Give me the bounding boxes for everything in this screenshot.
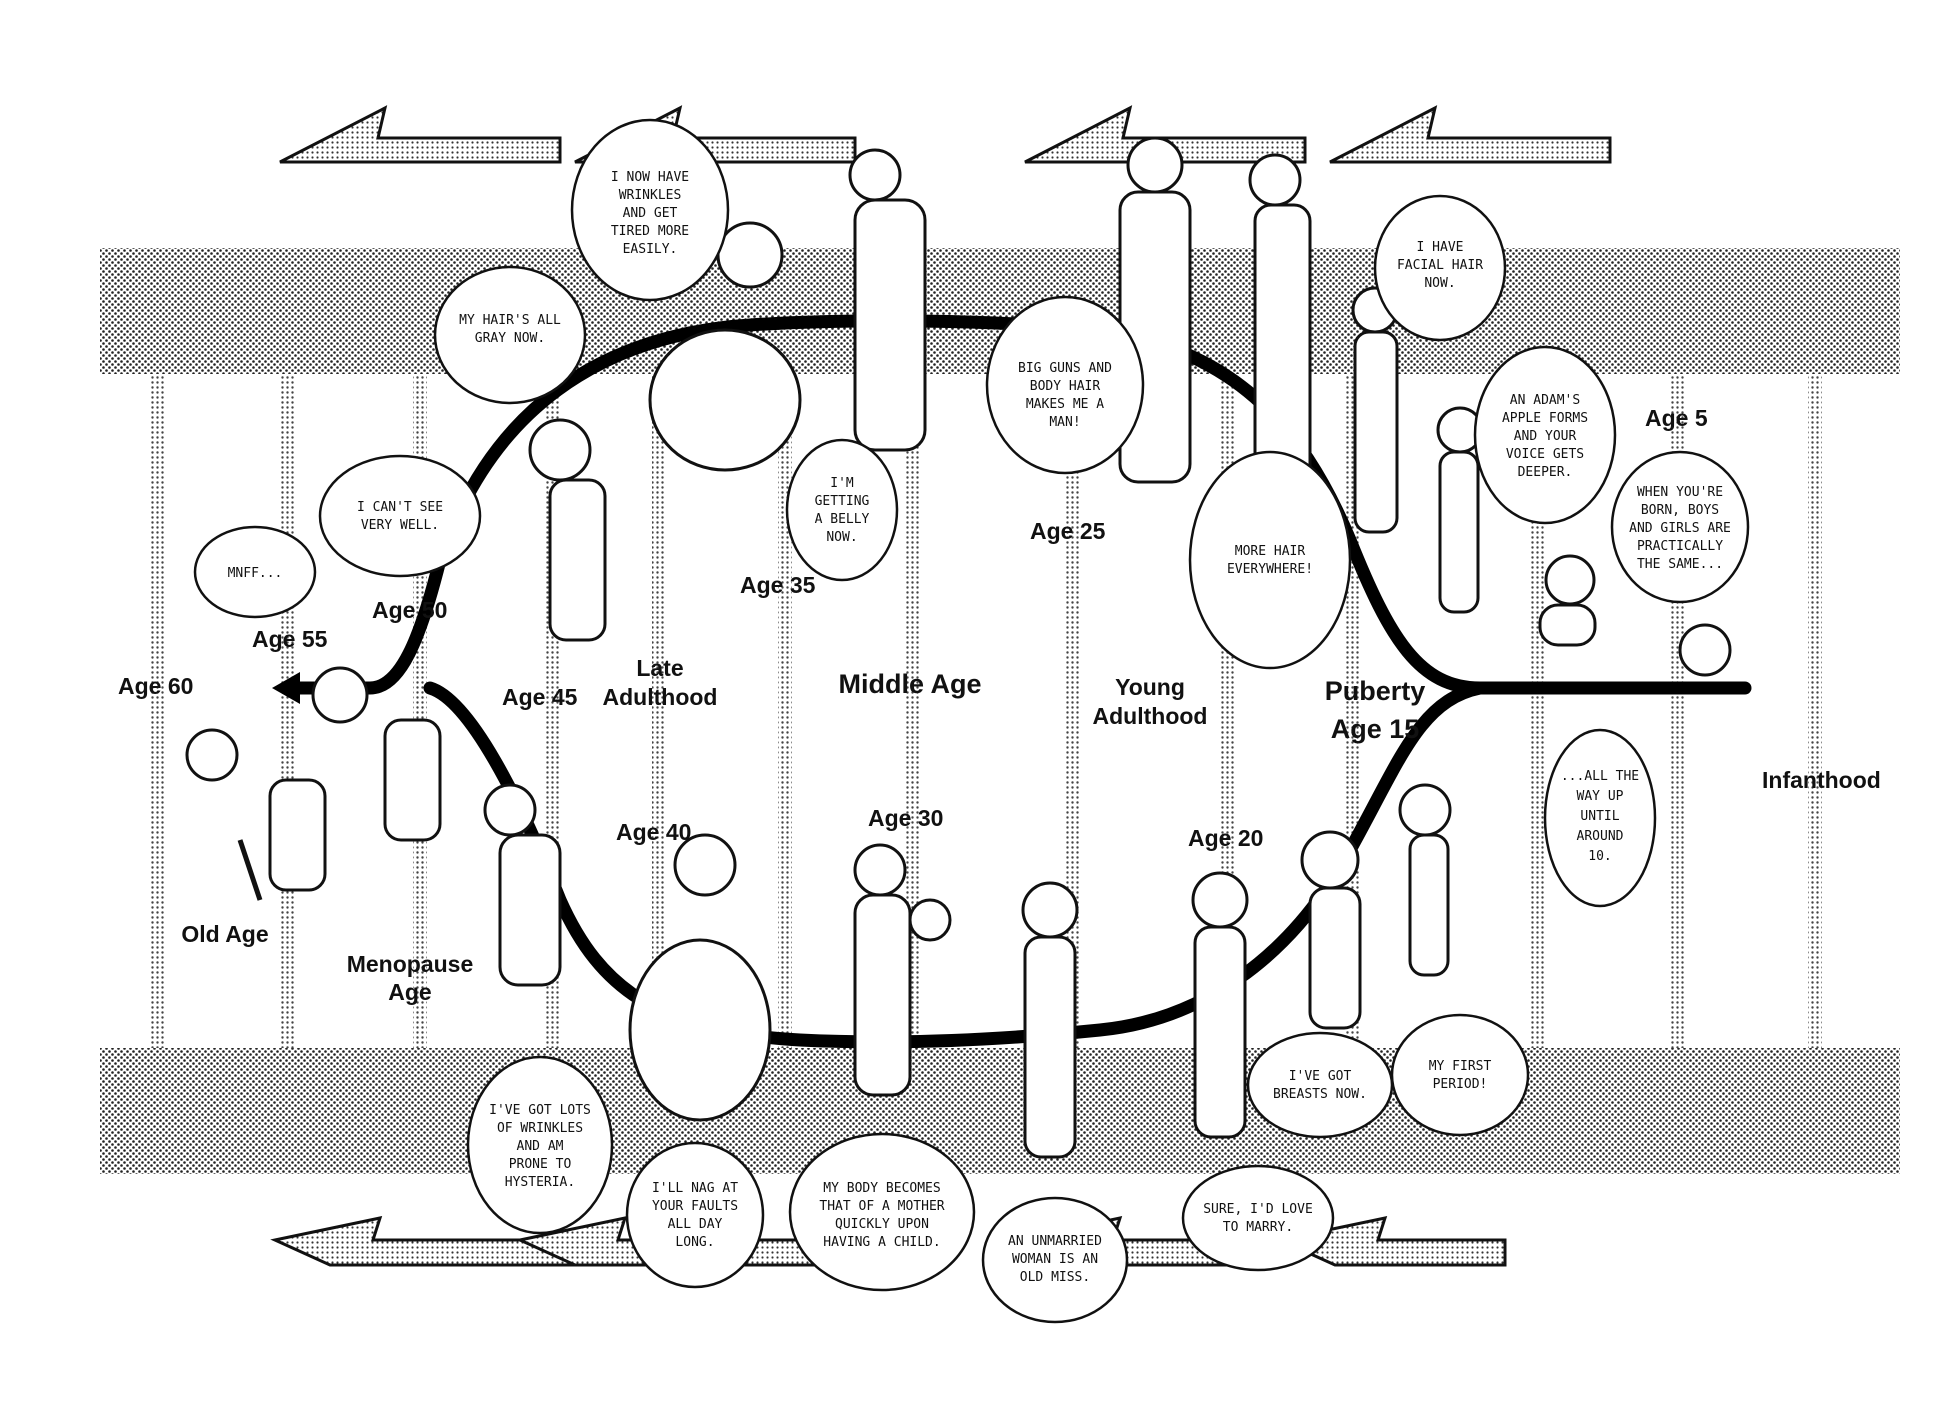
label-puberty: Puberty: [1325, 676, 1426, 706]
label-menopause-2: Age: [388, 979, 431, 1005]
label-age-50: Age 50: [372, 597, 447, 623]
label-age-25: Age 25: [1030, 518, 1106, 544]
label-age-55: Age 55: [252, 626, 328, 652]
label-old-age: Old Age: [181, 921, 268, 947]
label-late-adulthood-2: Adulthood: [603, 684, 718, 710]
label-late-adulthood-1: Late: [636, 655, 683, 681]
bubble-mnff: MNFF...: [193, 525, 317, 619]
label-age-30: Age 30: [868, 805, 943, 831]
label-age-20: Age 20: [1188, 825, 1263, 851]
young-woman-icon: [1191, 871, 1249, 929]
top-arrows: [279, 105, 1612, 164]
bottom-halftone-band: [100, 1048, 1900, 1174]
heavy-woman-icon: [673, 833, 737, 897]
kneeling-girl-icon: [1300, 830, 1360, 890]
label-infanthood: Infanthood: [1762, 767, 1881, 793]
fat-man-icon: [716, 221, 784, 289]
age-labels: Age 5 Age 20 Age 25 Age 30 Age 35 Age 40…: [118, 405, 1708, 851]
young-man-icon: [1248, 153, 1302, 207]
label-age-45: Age 45: [502, 684, 578, 710]
label-age-35: Age 35: [740, 572, 816, 598]
label-puberty-age: Age 15: [1331, 714, 1420, 744]
menopause-woman-icon: [483, 783, 537, 837]
label-young-adulthood-2: Adulthood: [1093, 703, 1208, 729]
belly-man-icon: [848, 148, 902, 202]
label-menopause-1: Menopause: [347, 951, 474, 977]
label-age-60: Age 60: [118, 673, 193, 699]
label-middle-age: Middle Age: [838, 669, 981, 699]
label-age-5: Age 5: [1645, 405, 1708, 431]
glasses-man-icon: [311, 666, 369, 724]
figures: [185, 136, 1732, 1159]
label-young-adulthood-1: Young: [1115, 674, 1185, 700]
mother-icon: [853, 843, 907, 897]
child-boy-icon: [1544, 554, 1596, 606]
label-age-40: Age 40: [616, 819, 691, 845]
unmarried-woman-icon: [1021, 881, 1079, 939]
teen-girl-icon: [1398, 783, 1452, 837]
stage-labels: Infanthood Puberty Age 15 Young Adulthoo…: [181, 655, 1880, 1005]
baby-figure-icon: [1678, 623, 1732, 677]
old-man-icon: [185, 728, 239, 782]
baby-in-arms-icon: [908, 898, 952, 942]
gray-hair-man-icon: [528, 418, 592, 482]
svg-text:MNFF...: MNFF...: [228, 566, 283, 581]
muscle-man-icon: [1126, 136, 1184, 194]
